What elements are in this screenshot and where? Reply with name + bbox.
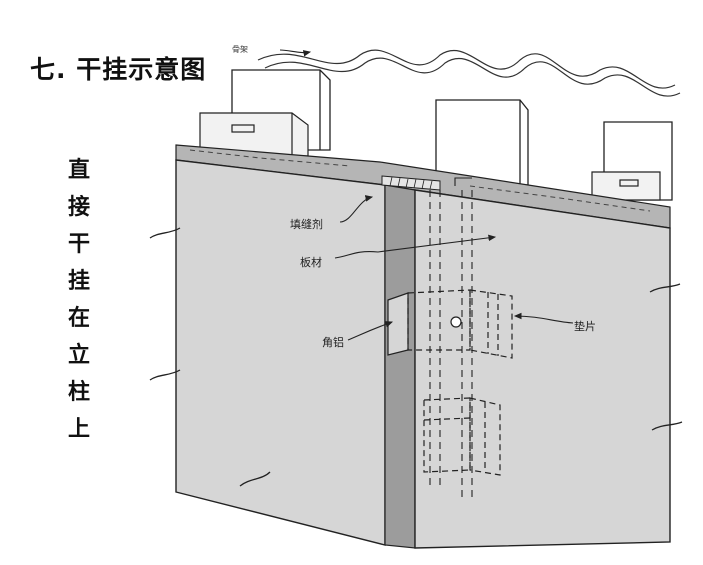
slab-brackets [199, 112, 661, 201]
slab-dashes [189, 149, 651, 212]
left-panel [175, 159, 386, 546]
frame-label: 骨架 [232, 45, 248, 54]
caption-char: 上 [67, 417, 90, 442]
upper-angle-bracket [387, 289, 513, 359]
vertical-caption: 直 接 干 挂 在 立 柱 上 [62, 152, 96, 448]
sealant-hatch [389, 176, 433, 190]
right-panel [414, 189, 671, 549]
sealant-label: 填缝剂 [290, 217, 323, 231]
caption-char: 挂 [67, 269, 90, 294]
page-title: 七. 干挂示意图 [30, 55, 207, 84]
panel-label: 板材 [300, 255, 322, 269]
edge-cracks [149, 227, 683, 487]
frame-coil [264, 57, 681, 97]
angle-label: 角铝 [322, 335, 344, 349]
shim-label: 垫片 [574, 319, 596, 333]
panel-joint [384, 184, 416, 549]
leader-lines [279, 49, 574, 341]
caption-char: 柱 [67, 380, 90, 405]
caption-char: 接 [67, 195, 90, 220]
frame-coil [257, 49, 676, 89]
caption-char: 直 [67, 158, 90, 183]
caption-char: 在 [67, 306, 90, 331]
caption-char: 立 [67, 343, 90, 368]
caption-char: 干 [67, 232, 90, 257]
lower-angle-bracket [423, 397, 501, 476]
